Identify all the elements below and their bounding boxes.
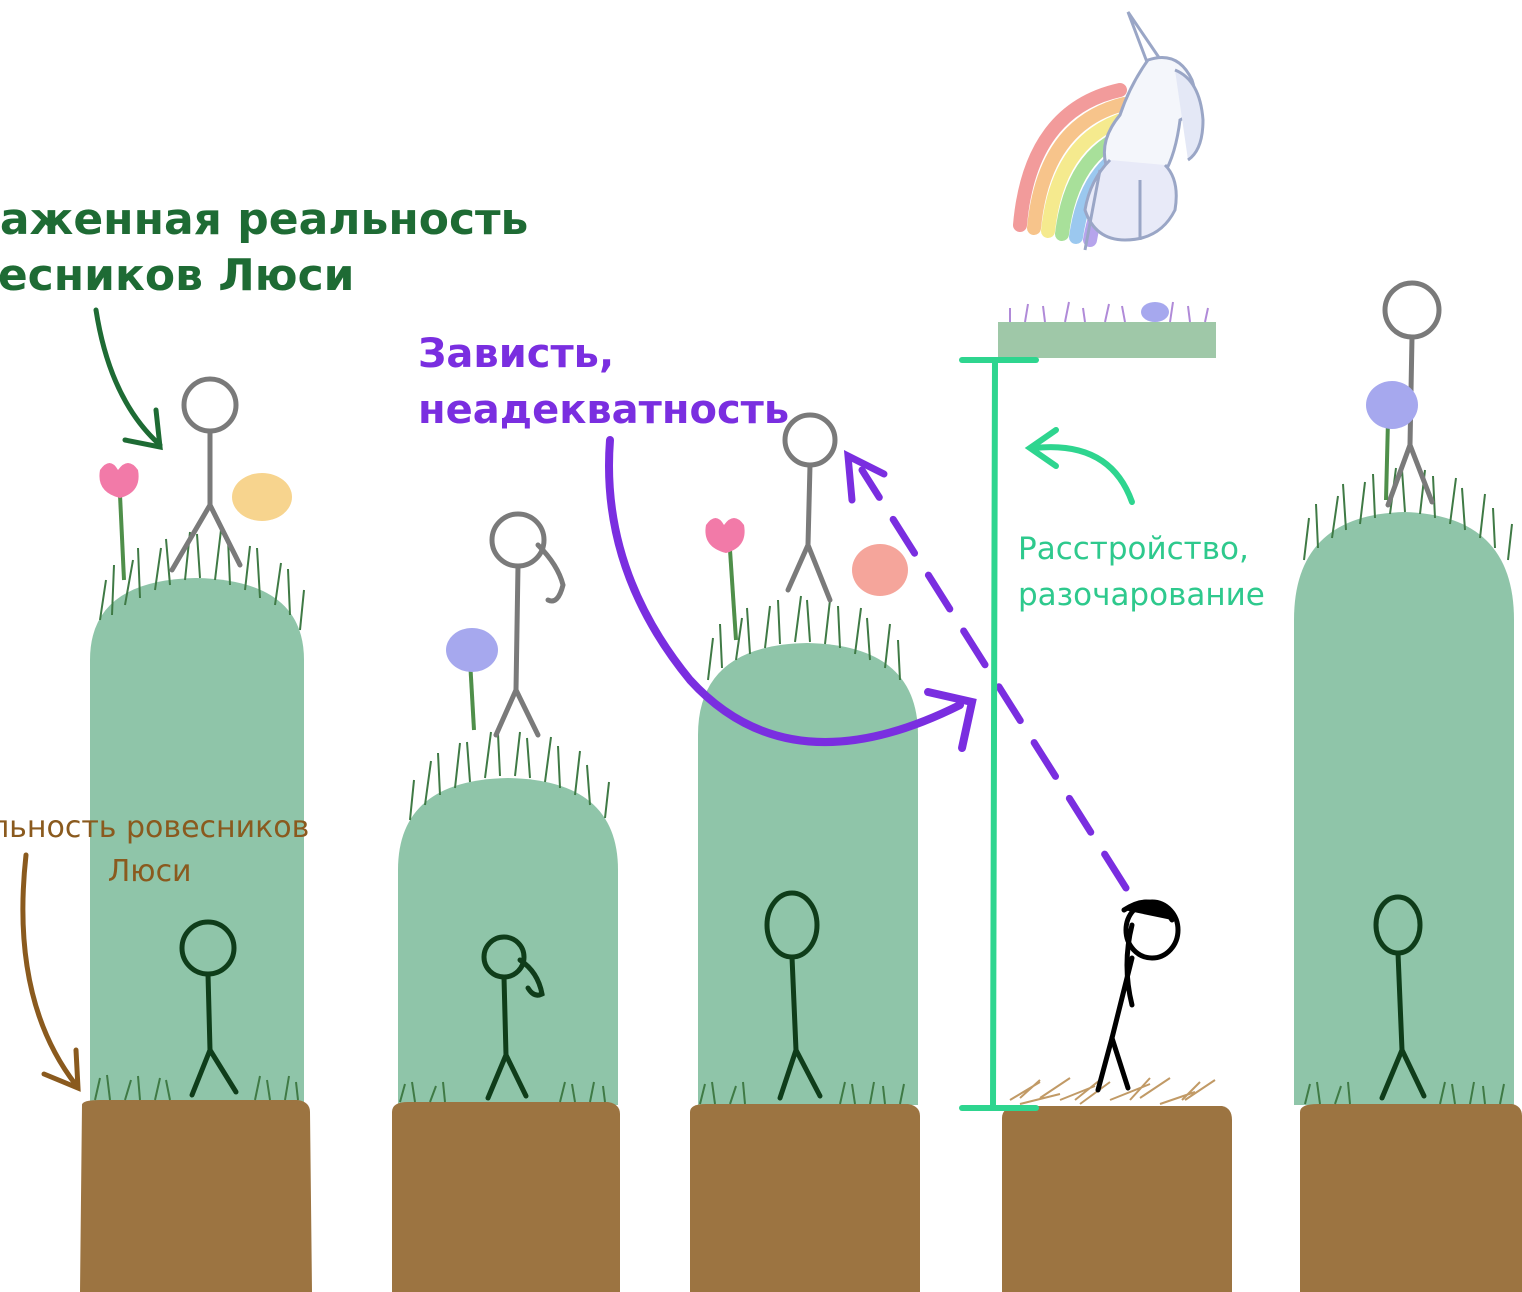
flower-pink-3	[705, 518, 745, 641]
peers-reality-arrow	[20, 852, 81, 1092]
column-3	[690, 412, 920, 1292]
stickman-projected-1	[169, 376, 243, 573]
peers-reality-line2: Люси	[107, 854, 192, 889]
frustration-gauge	[959, 357, 1039, 1111]
grass-tuft	[99, 529, 305, 631]
grass-base	[399, 1081, 606, 1103]
distorted-reality-line2: весников Люси	[0, 250, 355, 301]
distorted-reality-arrow	[93, 307, 163, 451]
stickwoman-real-2	[481, 934, 545, 1101]
envy-label: Зависть, неадекватность	[418, 326, 789, 438]
grass-base	[699, 1081, 905, 1105]
grass-tuft	[409, 731, 610, 821]
column-4-lucy	[998, 11, 1232, 1292]
peers-reality-label: льность ровесников Люси	[0, 806, 309, 894]
distorted-reality-line1: каженная реальность	[0, 194, 529, 245]
envy-line2: неадекватность	[418, 387, 790, 433]
pillar-1	[90, 578, 304, 1105]
flower-salmon-3	[852, 544, 908, 596]
envy-arrow	[605, 436, 977, 752]
dirt-block-3	[690, 1104, 920, 1292]
frustration-line1: Расстройство,	[1018, 531, 1249, 567]
stickwoman-projected-2	[489, 511, 566, 738]
dry-grass	[1009, 1077, 1216, 1105]
dream-platform	[998, 301, 1216, 358]
flower-blue-2	[446, 628, 498, 731]
flower-yellow-1	[232, 473, 292, 521]
grass-base	[94, 1074, 299, 1101]
lucy-stickgirl	[1095, 899, 1181, 1093]
frustration-arrow	[1024, 427, 1135, 505]
stickman-projected-3	[782, 412, 838, 603]
frustration-label: Расстройство, разочарование	[1018, 526, 1265, 618]
column-2	[392, 511, 620, 1292]
column-1	[80, 376, 312, 1292]
flower-pink-1	[99, 463, 139, 581]
dirt-block-4	[1002, 1106, 1232, 1292]
stickman-real-1	[179, 919, 239, 1098]
dirt-block-5	[1300, 1104, 1522, 1292]
grass-tuft	[707, 595, 901, 681]
pillar-5	[1294, 512, 1514, 1105]
dirt-block-2	[392, 1102, 620, 1292]
grass-base	[1304, 1081, 1505, 1105]
envy-line1: Зависть,	[418, 331, 615, 377]
unicorn-icon	[1083, 11, 1205, 251]
pillar-2	[398, 778, 618, 1105]
stickman-real-3	[764, 890, 823, 1101]
column-5	[1294, 280, 1522, 1292]
peers-reality-line1: льность ровесников	[0, 810, 310, 845]
pillar-3	[698, 643, 918, 1105]
flower-blue-5	[1366, 381, 1418, 501]
frustration-line2: разочарование	[1018, 577, 1265, 613]
distorted-reality-label: каженная реальность весников Люси	[0, 192, 528, 304]
stickman-real-5	[1373, 894, 1427, 1101]
dirt-block-1	[80, 1100, 312, 1292]
gaze-dashed-arrow	[843, 450, 1130, 892]
